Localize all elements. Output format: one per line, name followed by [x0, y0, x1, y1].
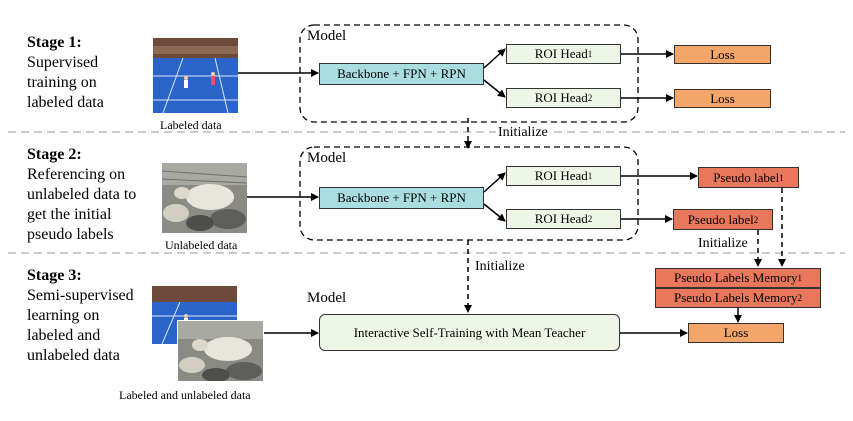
stage2-title: Stage 2:	[27, 146, 82, 163]
stage3-line: unlabeled data	[27, 347, 120, 364]
stage3-line: Semi-supervised	[27, 287, 134, 304]
roi-head-label: ROI Head	[534, 168, 588, 183]
loss-box-stage3: Loss	[688, 323, 784, 343]
pseudo-memory-subscript: 1	[797, 273, 802, 283]
pseudo-label-text: Pseudo label	[687, 211, 754, 227]
stage2-line: Referencing on	[27, 166, 126, 183]
roi-head-label: ROI Head	[534, 90, 588, 105]
pseudo-memory-text: Pseudo Labels Memory	[674, 290, 798, 305]
stage1-line: training on	[27, 74, 97, 91]
arrow-backbone-to-roi1-s2	[483, 172, 506, 193]
backbone-fpn-rpn-stage1: Backbone + FPN + RPN	[319, 63, 484, 85]
pseudo-memory-text: Pseudo Labels Memory	[674, 270, 798, 285]
unlabeled-image-sheep	[162, 163, 247, 233]
roi-head-subscript: 2	[587, 93, 593, 103]
arrow-backbone-to-roi2-s1	[483, 79, 506, 98]
unlabeled-image-sheep-stage3	[177, 320, 264, 382]
loss-box-2-stage1: Loss	[674, 89, 771, 108]
stage3-line: learning on	[27, 307, 100, 324]
interactive-self-training-box: Interactive Self-Training with Mean Teac…	[319, 314, 620, 351]
arrow-backbone-to-roi1-s1	[483, 48, 506, 69]
stage2-description: Referencing on unlabeled data to get the…	[27, 165, 136, 245]
pseudo-label-subscript: 1	[779, 172, 784, 183]
unlabeled-data-caption: Unlabeled data	[165, 238, 238, 252]
model-container-stage1	[299, 24, 639, 123]
pseudo-label-subscript: 2	[753, 214, 759, 225]
roi-head-subscript: 1	[587, 171, 593, 181]
arrow-backbone-to-roi2-s2	[483, 203, 506, 222]
roi-head-subscript: 2	[587, 214, 593, 224]
labeled-image-tennis	[153, 38, 238, 113]
model-label-stage3: Model	[307, 290, 347, 306]
model-label-stage2: Model	[307, 150, 347, 166]
loss-box-1-stage1: Loss	[674, 45, 771, 64]
stage3-title: Stage 3:	[27, 267, 82, 284]
roi-head-subscript: 1	[587, 49, 593, 59]
initialize-label-2: Initialize	[475, 259, 525, 274]
initialize-label-1: Initialize	[496, 125, 550, 141]
labeled-unlabeled-caption: Labeled and unlabeled data	[119, 388, 251, 402]
stage3-line: labeled and	[27, 327, 101, 344]
pseudo-memory-subscript: 2	[797, 293, 802, 303]
stage2-line: pseudo labels	[27, 226, 114, 243]
pseudo-label-text: Pseudo label	[713, 169, 780, 185]
stage1-title: Stage 1:	[27, 34, 82, 51]
initialize-label-3: Initialize	[698, 236, 748, 251]
labeled-data-caption: Labeled data	[160, 118, 222, 132]
roi-head-label: ROI Head	[534, 46, 588, 61]
stage3-description: Semi-supervised learning on labeled and …	[27, 286, 134, 366]
roi-head-label: ROI Head	[534, 211, 588, 226]
stage2-line: unlabeled data to	[27, 186, 137, 203]
stage1-line: labeled data	[27, 94, 104, 111]
model-label-stage1: Model	[307, 28, 347, 44]
stage1-line: Supervised	[27, 54, 99, 71]
stage1-description: Supervised training on labeled data	[27, 53, 104, 113]
stage2-line: get the initial	[27, 206, 112, 223]
backbone-fpn-rpn-stage2: Backbone + FPN + RPN	[319, 187, 484, 209]
